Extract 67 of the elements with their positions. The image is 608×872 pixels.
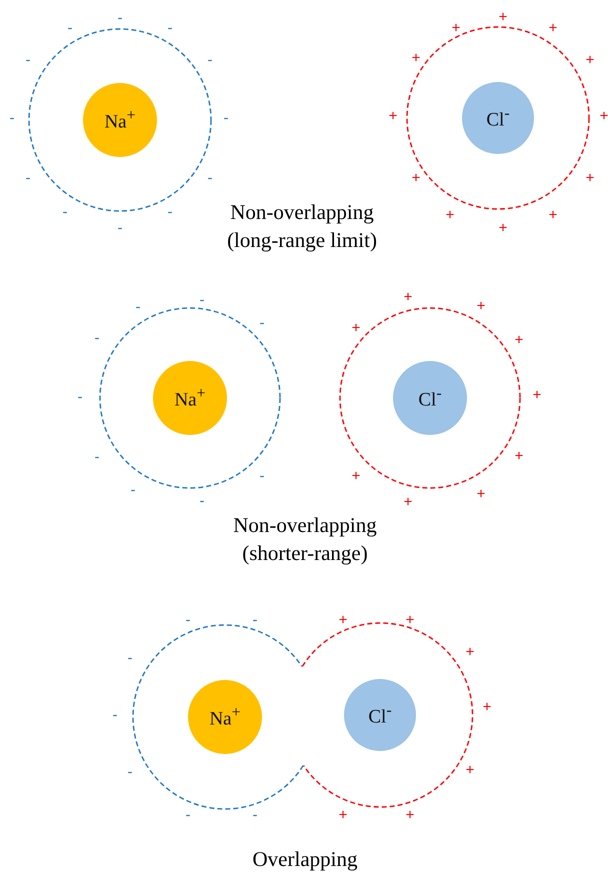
charge-sign: - [78, 390, 82, 404]
charge-sign: - [118, 220, 122, 236]
charge-sign: + [514, 332, 524, 348]
charge-sign: - [26, 52, 30, 68]
charge-sign: - [200, 292, 204, 308]
charge-sign: - [112, 708, 118, 722]
ion-label: Na$^{+}$ [209, 704, 241, 730]
charge-sign: + [482, 700, 492, 714]
charge-sign: + [338, 808, 348, 822]
charge-sign: - [260, 468, 264, 484]
charge-sign: - [252, 808, 258, 822]
charge-sign: + [412, 50, 420, 66]
charge-sign: + [600, 108, 608, 124]
charge-sign: + [412, 170, 420, 186]
charge-sign: + [548, 20, 558, 36]
caption: Non-overlapping (long-range limit) [226, 199, 378, 254]
charge-sign: - [130, 482, 136, 498]
dashed-charge-circle [28, 28, 212, 212]
caption: Overlapping [252, 846, 358, 872]
charge-sign: - [186, 612, 190, 628]
charge-sign: - [26, 170, 30, 186]
charge-sign: - [94, 450, 100, 464]
charge-sign: + [404, 290, 412, 304]
charge-sign: + [406, 808, 414, 822]
charge-sign: + [586, 52, 594, 68]
charge-sign: - [168, 204, 172, 220]
charge-sign: - [136, 300, 140, 314]
charge-sign: - [10, 110, 14, 126]
charge-sign: + [338, 612, 348, 628]
charge-sign: - [62, 204, 68, 220]
charge-sign: - [208, 170, 212, 186]
charge-sign: - [128, 764, 132, 780]
charge-sign: - [224, 110, 228, 126]
charge-sign: + [404, 494, 412, 510]
charge-sign: - [208, 52, 212, 68]
charge-sign: - [128, 650, 132, 666]
ion-label: Cl$^{-}$ [368, 702, 392, 728]
charge-sign: + [466, 762, 474, 778]
charge-sign: + [466, 644, 474, 660]
charge-sign: + [586, 170, 594, 186]
charge-sign: - [94, 330, 100, 346]
charge-sign: + [476, 298, 486, 314]
charge-sign: - [200, 494, 204, 508]
charge-sign: - [68, 20, 72, 36]
charge-sign: + [446, 208, 454, 222]
charge-sign: + [452, 20, 460, 36]
charge-sign: + [498, 220, 508, 236]
charge-sign: + [514, 448, 524, 464]
charge-sign: + [476, 486, 486, 502]
charge-sign: - [168, 20, 172, 36]
charge-sign: + [406, 612, 414, 628]
charge-sign: + [532, 388, 542, 402]
charge-sign: - [252, 612, 258, 628]
dashed-charge-circle [99, 307, 281, 489]
charge-sign: + [548, 208, 558, 222]
ion-label: Na$^{+}$ [104, 106, 136, 134]
charge-sign: + [388, 108, 398, 124]
ion-label: Cl$^{-}$ [418, 384, 442, 412]
charge-sign: + [352, 468, 360, 484]
charge-sign: + [498, 10, 508, 24]
charge-sign: - [118, 10, 122, 26]
caption: Non-overlapping (shorter-range) [232, 512, 378, 567]
ion-label: Na$^{+}$ [174, 384, 206, 412]
ion-label: Cl$^{-}$ [486, 104, 510, 132]
charge-sign: + [352, 320, 360, 336]
charge-sign: - [260, 316, 264, 330]
charge-sign: - [186, 808, 190, 822]
